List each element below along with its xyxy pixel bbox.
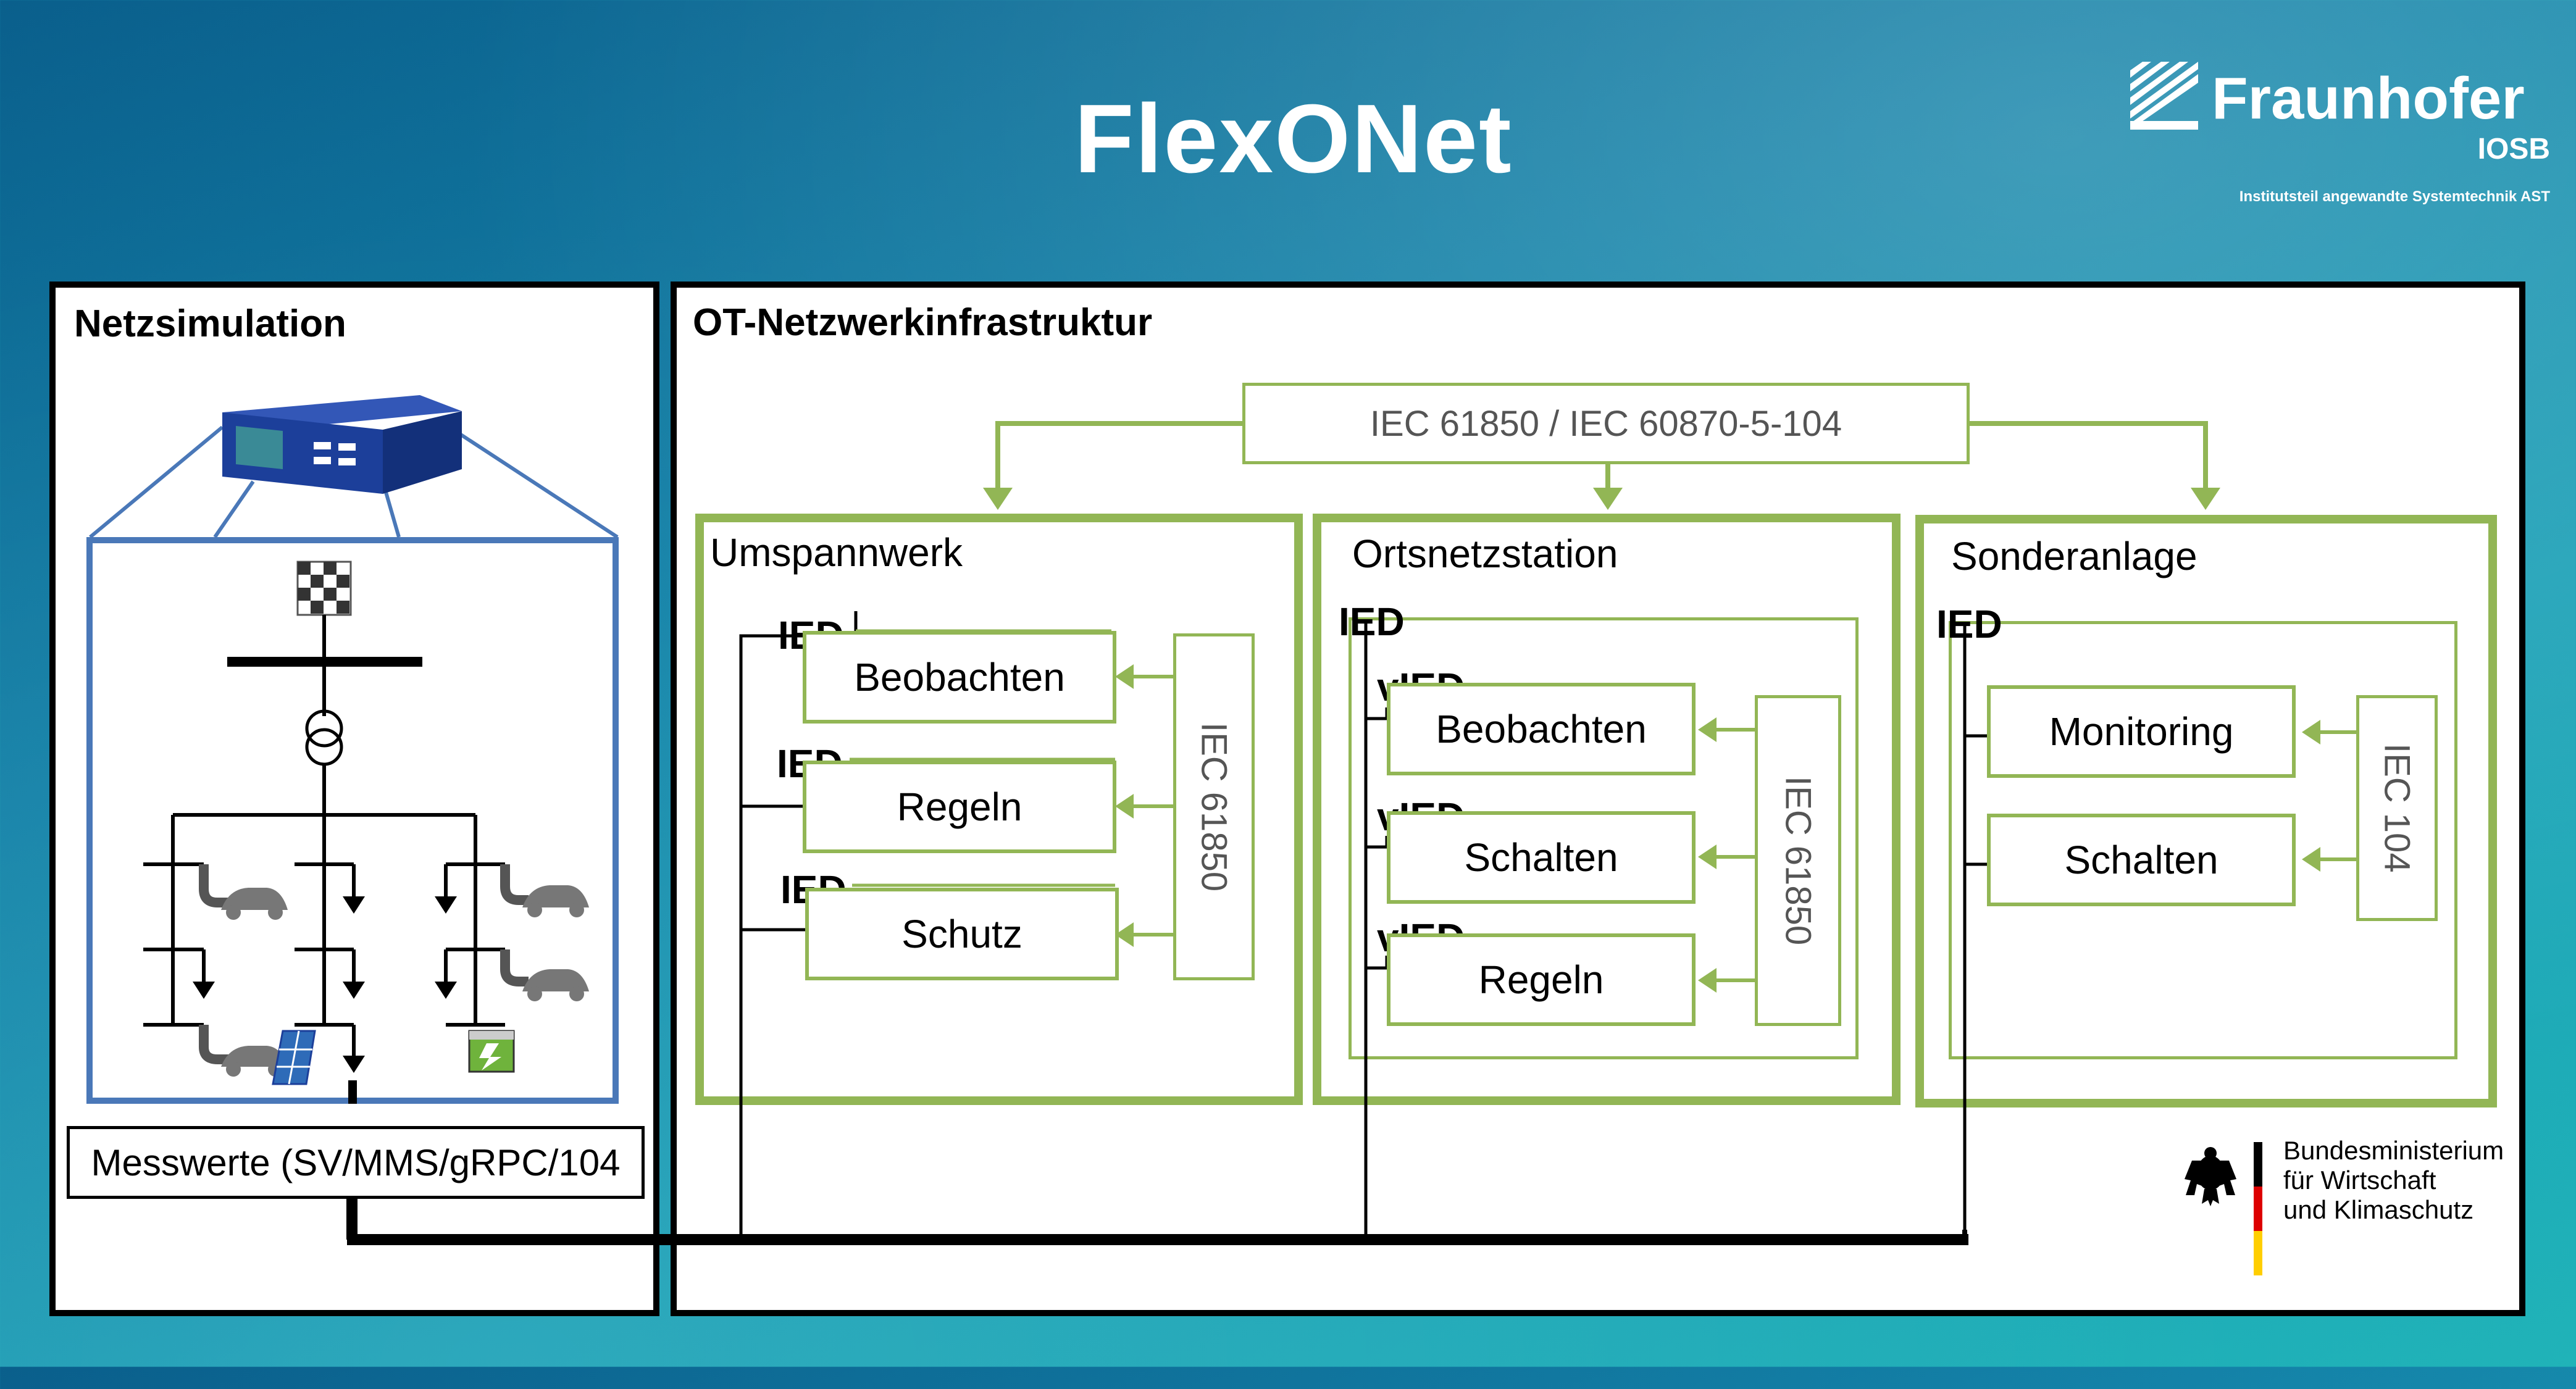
ortsnetz-schalten-box: Schalten [1387,811,1696,904]
sonderanlage-title: Sonderanlage [1951,534,2198,578]
protocol-connectors [983,421,2220,510]
sonder-schalten-box: Schalten [1987,814,2296,906]
page-title: FlexONet [1074,85,1513,193]
umspannwerk-box [695,514,1303,1105]
umspannwerk-regeln-box: Regeln [803,761,1116,853]
org-tagline: Institutsteil angewandte Systemtechnik A… [2239,188,2550,205]
umspannwerk-title: Umspannwerk [710,530,963,575]
bmwk-name: Bundesministerium für Wirtschaft und Kli… [2283,1136,2504,1225]
sonder-protocol-box: IEC 104 [2356,695,2438,921]
sonderanlage-box [1915,515,2497,1107]
measurements-box: Messwerte (SV/MMS/gRPC/104 [67,1126,645,1199]
ev-charger-icon [199,864,288,920]
ortsnetzstation-title: Ortsnetzstation [1352,532,1618,576]
grid-diagram [86,537,619,1104]
sonder-monitoring-box: Monitoring [1987,685,2296,778]
sonder-ied-frame [1949,621,2457,1059]
ortsnetz-beobachten-box: Beobachten [1387,683,1696,775]
ev-charger-icon [199,1025,288,1077]
bmwk-line-1: Bundesministerium [2283,1136,2504,1165]
sonder-ied-tag: IED [1936,602,2002,646]
external-grid-icon [296,561,352,616]
bmwk-line-2: für Wirtschaft [2283,1166,2436,1195]
ev-charger-icon [500,864,589,917]
ortsnetz-ied-frame [1349,617,1859,1059]
umspannwerk-schutz-box: Schutz [805,888,1119,980]
load-arrows [193,864,457,1073]
ortsnetzstation-box [1313,514,1901,1105]
fraunhofer-logo-icon [2130,62,2198,130]
bmwk-line-3: und Klimaschutz [2283,1195,2474,1224]
org-unit: IOSB [2477,133,2550,165]
ev-charger-icon [500,949,589,1001]
grid-single-line-diagram [143,561,589,1104]
org-name: Fraunhofer [2212,65,2525,131]
bmwk-logo: Bundesministerium für Wirtschaft und Kli… [2180,1136,2504,1296]
battery-storage-icon [468,1030,515,1073]
umspannwerk-beobachten-box: Beobachten [803,631,1116,724]
fraunhofer-logo: Fraunhofer IOSB Institutsteil angewandte… [2130,62,2550,216]
federal-eagle-icon [2185,1142,2262,1275]
protocol-top-box: IEC 61850 / IEC 60870-5-104 [1242,383,1970,464]
ot-network-title: OT-Netzwerkinfrastruktur [693,301,1153,344]
ortsnetz-ied-tag: IED [1339,599,1405,644]
ortsnetz-regeln-box: Regeln [1387,933,1696,1026]
ortsnetz-protocol-box: IEC 61850 [1755,695,1841,1026]
solar-panel-icon [272,1030,316,1085]
netzsimulation-title: Netzsimulation [74,302,346,345]
simulator-device-icon [89,395,619,539]
umspannwerk-protocol-box: IEC 61850 [1173,633,1255,980]
